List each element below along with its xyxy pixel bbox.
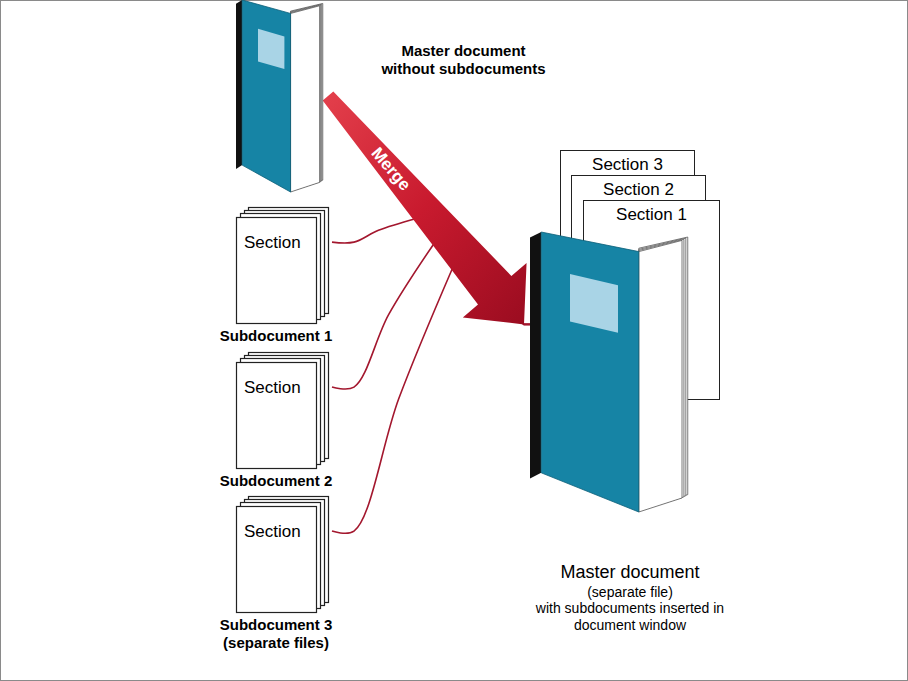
- caption-text: with subdocuments inserted in document w…: [535, 600, 725, 634]
- merge-arrow: [323, 91, 527, 324]
- book-pages: [291, 6, 320, 192]
- book-pages: [639, 240, 682, 512]
- subdocument-stack: SectionSubdocument 3 (separate files): [236, 496, 330, 613]
- book-outline: [236, 0, 324, 192]
- master-heading: Master document without subdocuments: [376, 42, 551, 78]
- book-cover: [541, 232, 639, 512]
- section-heading: Section 2: [572, 176, 705, 200]
- master-document-icon: Master document(separate file)with subdo…: [530, 232, 690, 512]
- section-label: Section: [236, 496, 330, 613]
- section-heading: Section 1: [584, 201, 719, 225]
- page-stack: [236, 496, 330, 613]
- caption-heading: Master document: [530, 562, 730, 584]
- caption-text: (separate file): [530, 584, 730, 601]
- book-spine: [236, 0, 242, 169]
- cover-label: [570, 274, 618, 333]
- section-label: Section: [236, 352, 330, 469]
- book-spine: [530, 232, 541, 478]
- subdocument-label: Subdocument 1: [201, 327, 351, 345]
- edge-label: Merge: [368, 145, 414, 194]
- subdocument-stack: SectionSubdocument 2: [236, 352, 330, 469]
- subdocument-label: Subdocument 3 (separate files): [211, 616, 341, 652]
- master-document-icon: Master document without subdocuments: [236, 0, 324, 192]
- page-stack: [236, 207, 330, 324]
- book-outline: [530, 232, 690, 512]
- book-cover: [242, 0, 290, 192]
- section-heading: Section 3: [561, 151, 694, 175]
- book-pages: [291, 5, 321, 191]
- section-label: Section: [236, 207, 330, 324]
- subdocument-label: Subdocument 2: [201, 472, 351, 490]
- subdocument-stack: SectionSubdocument 1: [236, 207, 330, 324]
- page-stack: [236, 352, 330, 469]
- cover-label: [258, 29, 284, 69]
